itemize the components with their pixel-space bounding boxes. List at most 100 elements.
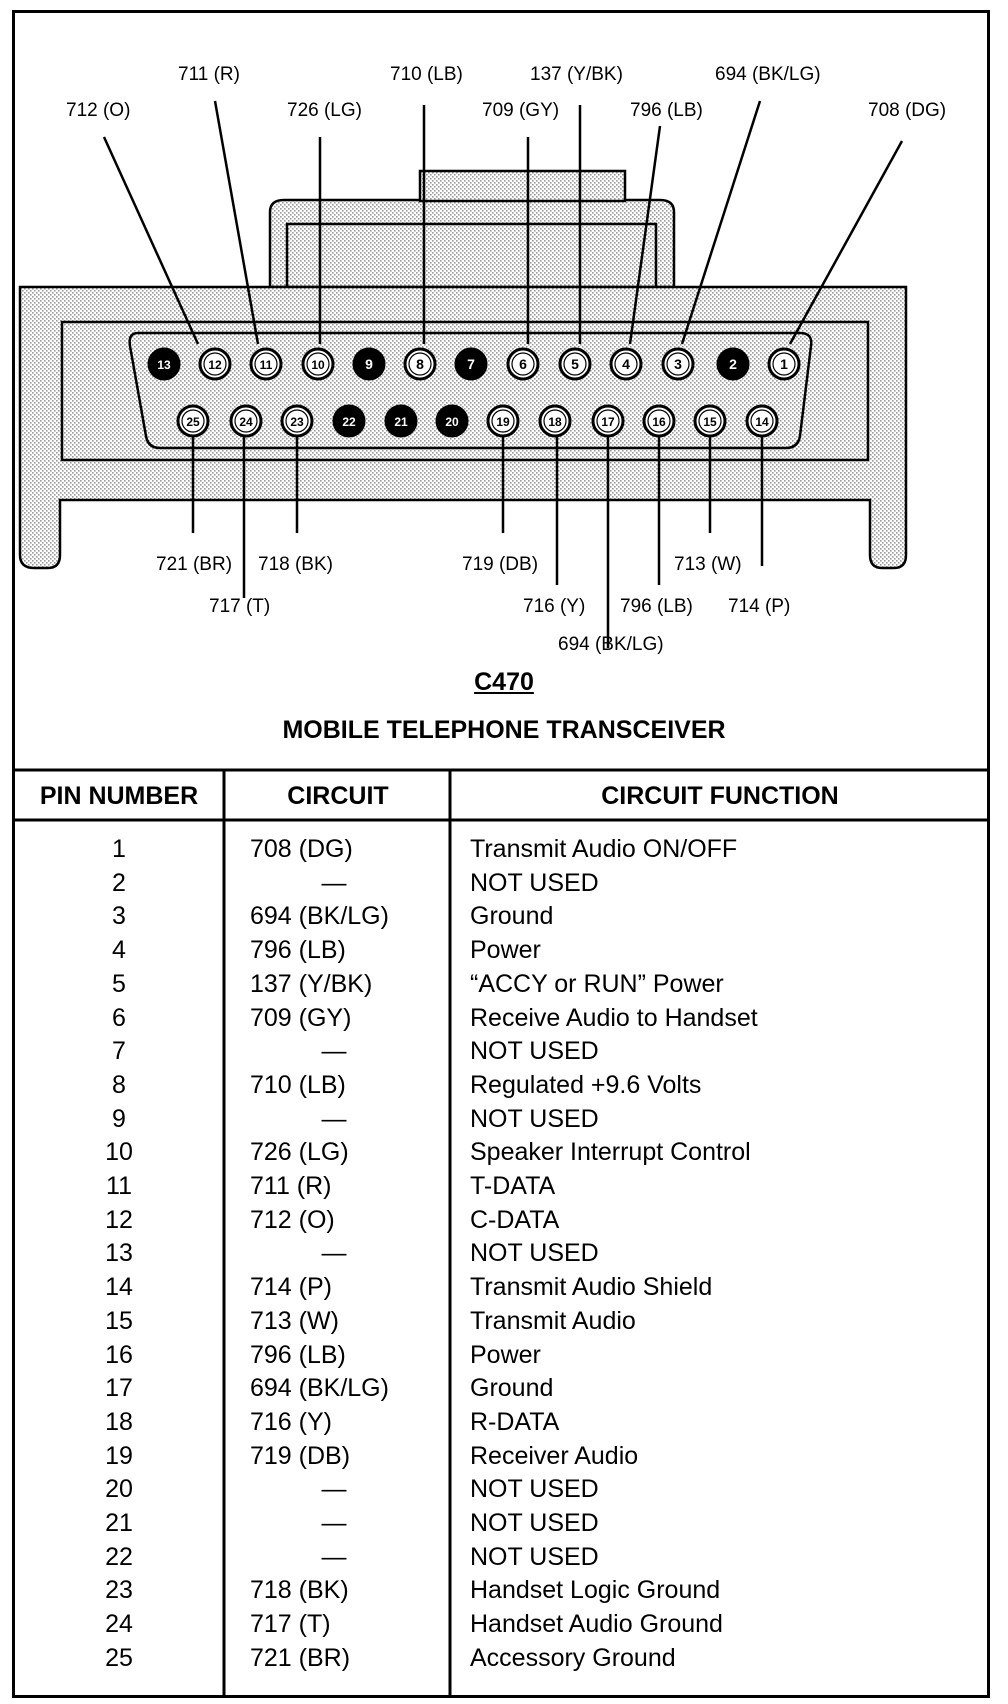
pin-inner-ring: [563, 352, 587, 376]
pin-inner-ring: [666, 352, 690, 376]
pin-number-cell: 25: [105, 1643, 133, 1672]
circuit-function-cell: Ground: [470, 902, 554, 931]
pin-inner-ring: [306, 352, 330, 376]
pin-number-label: 12: [208, 358, 222, 372]
pin-number-label: 4: [622, 356, 630, 372]
pin-number-label: 23: [290, 415, 304, 429]
circuit-cell: 796 (LB): [250, 1340, 346, 1369]
pin-inner-ring: [750, 409, 774, 433]
pin-inner-ring: [181, 409, 205, 433]
callout-710: 710 (LB): [390, 64, 463, 85]
circuit-cell: —: [321, 868, 347, 897]
pin-6: 6: [506, 347, 540, 381]
callout-694: 694 (BK/LG): [715, 64, 821, 85]
circuit-cell: —: [321, 1239, 347, 1268]
pin-number-label: 21: [394, 415, 408, 429]
pin-number-cell: 10: [105, 1138, 133, 1167]
callout-713: 713 (W): [674, 554, 742, 575]
pin-inner-ring: [596, 409, 620, 433]
callout-712: 712 (O): [66, 100, 130, 121]
circuit-function-cell: Handset Audio Ground: [470, 1610, 723, 1639]
callout-796b: 796 (LB): [620, 596, 693, 617]
circuit-cell: 711 (R): [250, 1172, 332, 1200]
pin-number-cell: 3: [112, 902, 126, 931]
callout-711: 711 (R): [178, 64, 240, 85]
table-row: 2—NOT USED: [14, 866, 988, 900]
pin-15: 15: [693, 404, 727, 438]
pin-11: 11: [249, 347, 283, 381]
top-callouts: 712 (O) 711 (R) 726 (LG) 710 (LB) 137 (Y…: [66, 64, 946, 121]
pin-circle: [454, 347, 488, 381]
pin-inner-ring: [614, 352, 638, 376]
circuit-function-cell: Transmit Audio ON/OFF: [470, 835, 738, 863]
pin-number-cell: 20: [105, 1475, 133, 1504]
pin-number-cell: 22: [105, 1542, 133, 1571]
pin-circle: [435, 404, 469, 438]
pin-number-cell: 2: [112, 868, 126, 897]
pin-number-label: 7: [467, 356, 475, 372]
table-row: 20—NOT USED: [14, 1472, 988, 1506]
circuit-cell: 717 (T): [250, 1610, 331, 1639]
circuit-function-cell: T-DATA: [470, 1172, 556, 1200]
circuit-function-cell: NOT USED: [470, 1509, 599, 1537]
table-row: 21—NOT USED: [14, 1506, 988, 1540]
callout-694b: 694 (BK/LG): [558, 634, 664, 655]
callout-719: 719 (DB): [462, 554, 538, 575]
header-circuit: CIRCUIT: [287, 782, 389, 810]
pin-inner-ring: [203, 352, 227, 376]
pin-number-cell: 6: [112, 1003, 126, 1032]
circuit-cell: 714 (P): [250, 1273, 332, 1302]
circuit-cell: 716 (Y): [250, 1407, 332, 1436]
pin-5: 5: [558, 347, 592, 381]
circuit-function-cell: Receive Audio to Handset: [470, 1003, 758, 1032]
pin-number-cell: 1: [112, 835, 126, 863]
pin-number-cell: 18: [105, 1407, 133, 1436]
pin-inner-ring: [491, 409, 515, 433]
pin-number-cell: 21: [105, 1509, 133, 1537]
pin-1: 1: [767, 347, 801, 381]
circuit-function-cell: NOT USED: [470, 1037, 599, 1066]
circuit-function-cell: Speaker Interrupt Control: [470, 1138, 751, 1167]
pin-25: 25: [176, 404, 210, 438]
pin-number-label: 24: [239, 415, 253, 429]
callout-721: 721 (BR): [156, 554, 232, 575]
pin-2: 2: [716, 347, 750, 381]
pin-number-label: 17: [601, 415, 615, 429]
pin-22: 22: [332, 404, 366, 438]
pin-number-label: 14: [755, 415, 769, 429]
circuit-function-cell: NOT USED: [470, 1239, 599, 1268]
circuit-function-cell: NOT USED: [470, 1542, 599, 1571]
pin-14: 14: [745, 404, 779, 438]
circuit-function-cell: Receiver Audio: [470, 1441, 639, 1470]
circuit-cell: 726 (LG): [250, 1138, 349, 1167]
pin-circle: [716, 347, 750, 381]
pin-number-label: 10: [311, 358, 325, 372]
pin-12: 12: [198, 347, 232, 381]
circuit-cell: 137 (Y/BK): [250, 969, 373, 998]
connector-description: MOBILE TELEPHONE TRANSCEIVER: [282, 716, 726, 744]
connector-id: C470: [474, 668, 534, 696]
circuit-cell: 710 (LB): [250, 1070, 346, 1099]
pin-inner-ring: [647, 409, 671, 433]
pin-number-cell: 9: [112, 1104, 126, 1133]
table-row: 9—NOT USED: [14, 1102, 988, 1136]
circuit-function-cell: Transmit Audio Shield: [470, 1273, 713, 1302]
pin-inner-ring: [543, 409, 567, 433]
pin-circle: [352, 347, 386, 381]
pin-number-label: 5: [571, 356, 579, 372]
pin-9: 9: [352, 347, 386, 381]
pin-circle: [147, 347, 181, 381]
pin-inner-ring: [698, 409, 722, 433]
circuit-function-cell: Power: [470, 936, 541, 965]
circuit-function-cell: R-DATA: [470, 1407, 560, 1436]
table-row: 22—NOT USED: [14, 1540, 988, 1574]
